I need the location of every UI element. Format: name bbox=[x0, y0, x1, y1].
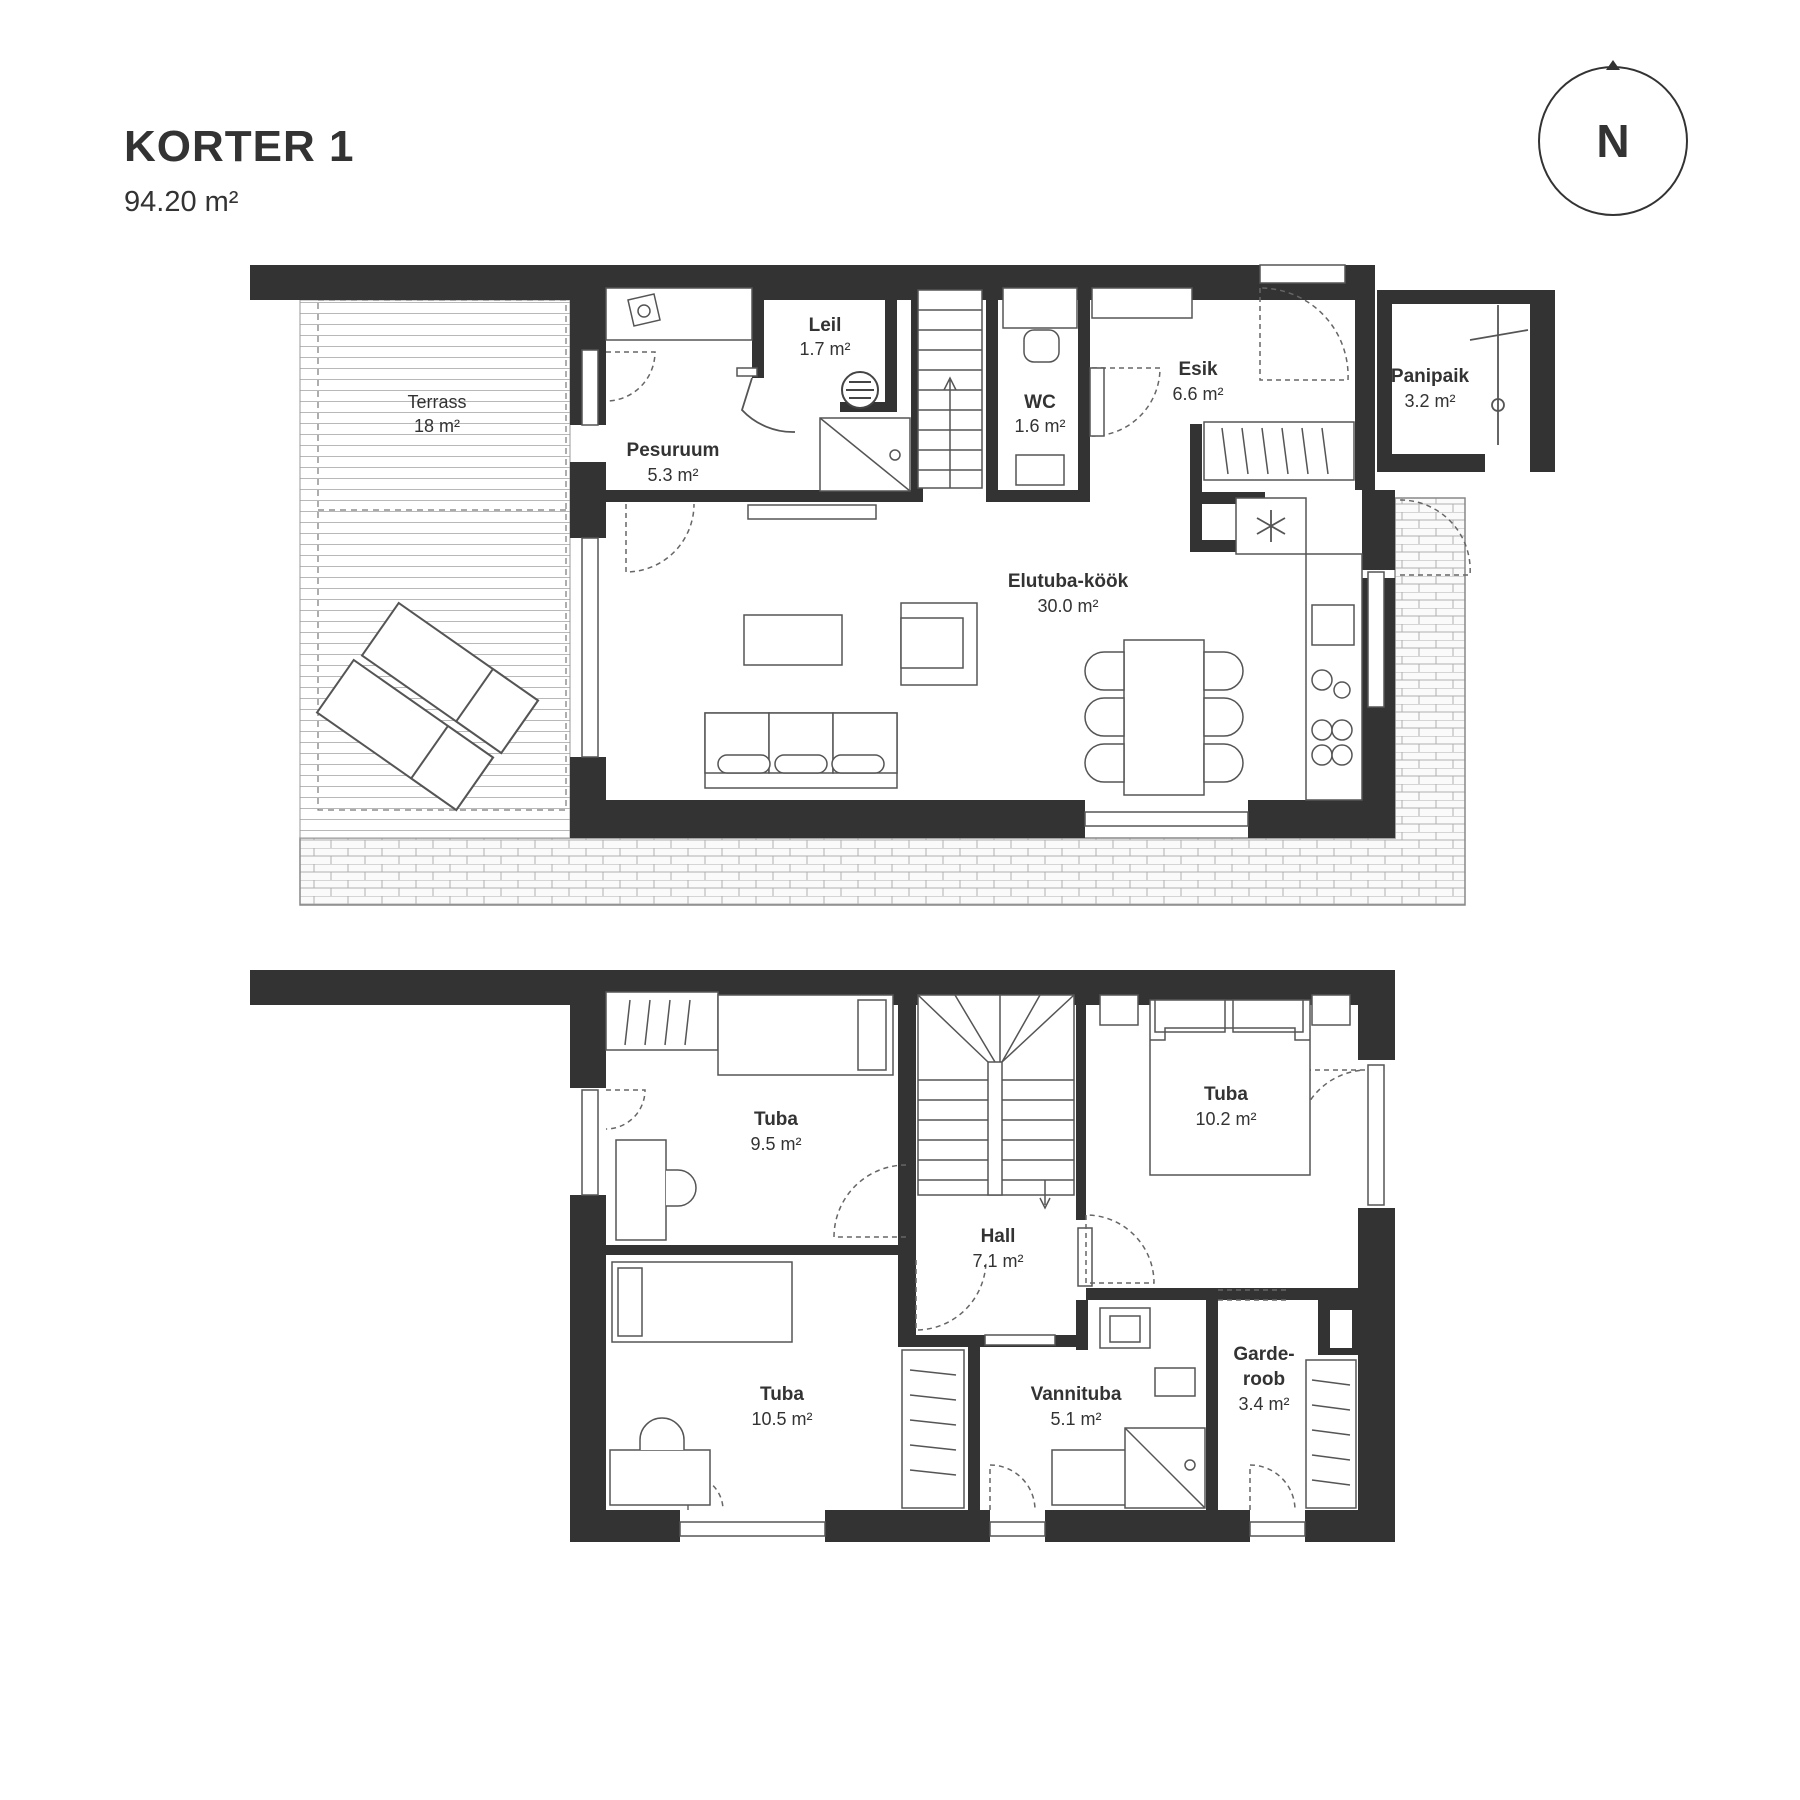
bedroom-1-furniture bbox=[605, 991, 894, 1241]
room-name-hall: Hall bbox=[981, 1226, 1016, 1247]
room-name-garderoob-1: Garde- bbox=[1233, 1344, 1294, 1365]
sauna-stove-icon bbox=[841, 371, 879, 409]
bedroom-2-furniture bbox=[1099, 994, 1351, 1176]
dining-table bbox=[1084, 639, 1244, 796]
washing-machine-icon bbox=[627, 293, 661, 327]
apartment-area: 94.20 m² bbox=[124, 186, 239, 218]
ground-stairs bbox=[917, 289, 983, 489]
room-name-pesuruum: Pesuruum bbox=[627, 440, 720, 461]
room-name-wc: WC bbox=[1024, 392, 1056, 413]
ground-floor: Terrass 18 m² Leil 1.7 m² Pesuruum 5.3 m… bbox=[250, 264, 1555, 906]
garderoob-shelves bbox=[1305, 1359, 1357, 1509]
wc-fixtures bbox=[1002, 287, 1105, 486]
room-area-tuba-2: 10.2 m² bbox=[1195, 1109, 1256, 1129]
room-area-tuba-3: 10.5 m² bbox=[751, 1409, 812, 1429]
room-name-tuba-3: Tuba bbox=[760, 1384, 804, 1405]
room-name-tuba-1: Tuba bbox=[754, 1109, 798, 1130]
upper-labels: Tuba 9.5 m² Tuba 10.2 m² Hall 7.1 m² Tub… bbox=[750, 1084, 1294, 1429]
freezer-icon bbox=[1235, 497, 1307, 555]
living-furniture bbox=[704, 602, 978, 789]
room-name-tuba-2: Tuba bbox=[1204, 1084, 1248, 1105]
ground-doors bbox=[605, 287, 1471, 576]
upper-floor: Tuba 9.5 m² Tuba 10.2 m² Hall 7.1 m² Tub… bbox=[250, 970, 1395, 1542]
compass-label: N bbox=[1596, 115, 1630, 167]
upper-stairs bbox=[917, 994, 1075, 1210]
ground-windows bbox=[581, 264, 1385, 827]
room-name-panipaik: Panipaik bbox=[1391, 366, 1470, 387]
north-arrow-icon bbox=[1606, 60, 1620, 70]
room-name-leil: Leil bbox=[809, 315, 842, 336]
room-name-elutuba: Elutuba-köök bbox=[1008, 571, 1129, 592]
sun-lounger-icon bbox=[315, 658, 495, 812]
room-name-terrass: Terrass bbox=[407, 392, 466, 412]
kitchen-counter bbox=[1305, 553, 1363, 801]
pesuruum-fixtures bbox=[605, 287, 911, 520]
bicycle-icon bbox=[1469, 305, 1529, 445]
ground-walls bbox=[250, 265, 1555, 838]
room-area-esik: 6.6 m² bbox=[1172, 384, 1223, 404]
entrance-wardrobe bbox=[1091, 287, 1355, 481]
room-area-vannituba: 5.1 m² bbox=[1050, 1409, 1101, 1429]
sauna-door bbox=[740, 377, 796, 433]
room-area-tuba-1: 9.5 m² bbox=[750, 1134, 801, 1154]
sun-lounger-icon bbox=[360, 601, 540, 755]
room-name-garderoob-2: roob bbox=[1243, 1369, 1285, 1390]
room-area-elutuba: 30.0 m² bbox=[1037, 596, 1098, 616]
room-name-esik: Esik bbox=[1178, 359, 1218, 380]
ground-labels: Terrass 18 m² Leil 1.7 m² Pesuruum 5.3 m… bbox=[407, 315, 1469, 616]
apartment-title: KORTER 1 bbox=[124, 122, 355, 171]
north-compass: N bbox=[1538, 60, 1688, 216]
room-area-panipaik: 3.2 m² bbox=[1404, 391, 1455, 411]
room-area-pesuruum: 5.3 m² bbox=[647, 465, 698, 485]
room-area-garderoob: 3.4 m² bbox=[1238, 1394, 1289, 1414]
room-area-leil: 1.7 m² bbox=[799, 339, 850, 359]
upper-windows bbox=[581, 1064, 1385, 1537]
room-area-hall: 7.1 m² bbox=[972, 1251, 1023, 1271]
bathroom-fixtures bbox=[1051, 1307, 1206, 1509]
room-area-terrass: 18 m² bbox=[414, 416, 460, 436]
room-area-wc: 1.6 m² bbox=[1014, 416, 1065, 436]
room-name-vannituba: Vannituba bbox=[1031, 1384, 1122, 1405]
bedroom-3-furniture bbox=[609, 1261, 965, 1509]
